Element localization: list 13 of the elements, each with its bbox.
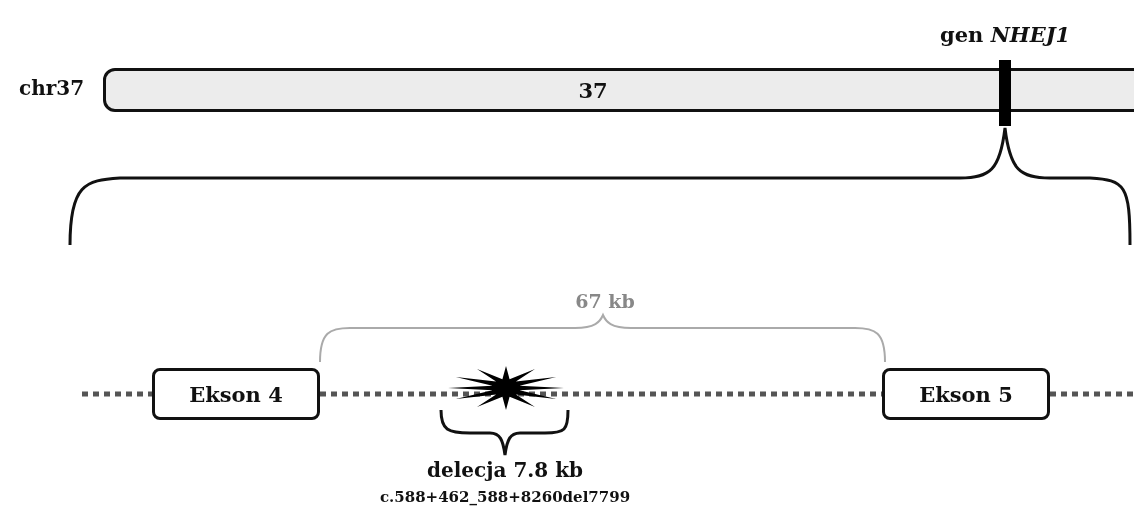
exon-box bbox=[152, 368, 320, 420]
deletion-label: delecja 7.8 kb bbox=[426, 458, 584, 482]
dotted-line bbox=[1050, 391, 1134, 397]
chromosome-bar bbox=[103, 68, 1134, 112]
chromosome-name: chr37 bbox=[19, 76, 85, 100]
length-label: 67 kb bbox=[574, 290, 636, 312]
box-label: Ekson 4 bbox=[189, 381, 283, 407]
exon-box bbox=[882, 368, 1050, 420]
box-label: 37 bbox=[578, 77, 608, 103]
gene-label: gen NHEJ1 bbox=[940, 22, 1070, 47]
variant-label: c.588+462_588+8260del7799 bbox=[378, 488, 632, 506]
dotted-line bbox=[82, 391, 152, 397]
box-label: Ekson 5 bbox=[919, 381, 1013, 407]
